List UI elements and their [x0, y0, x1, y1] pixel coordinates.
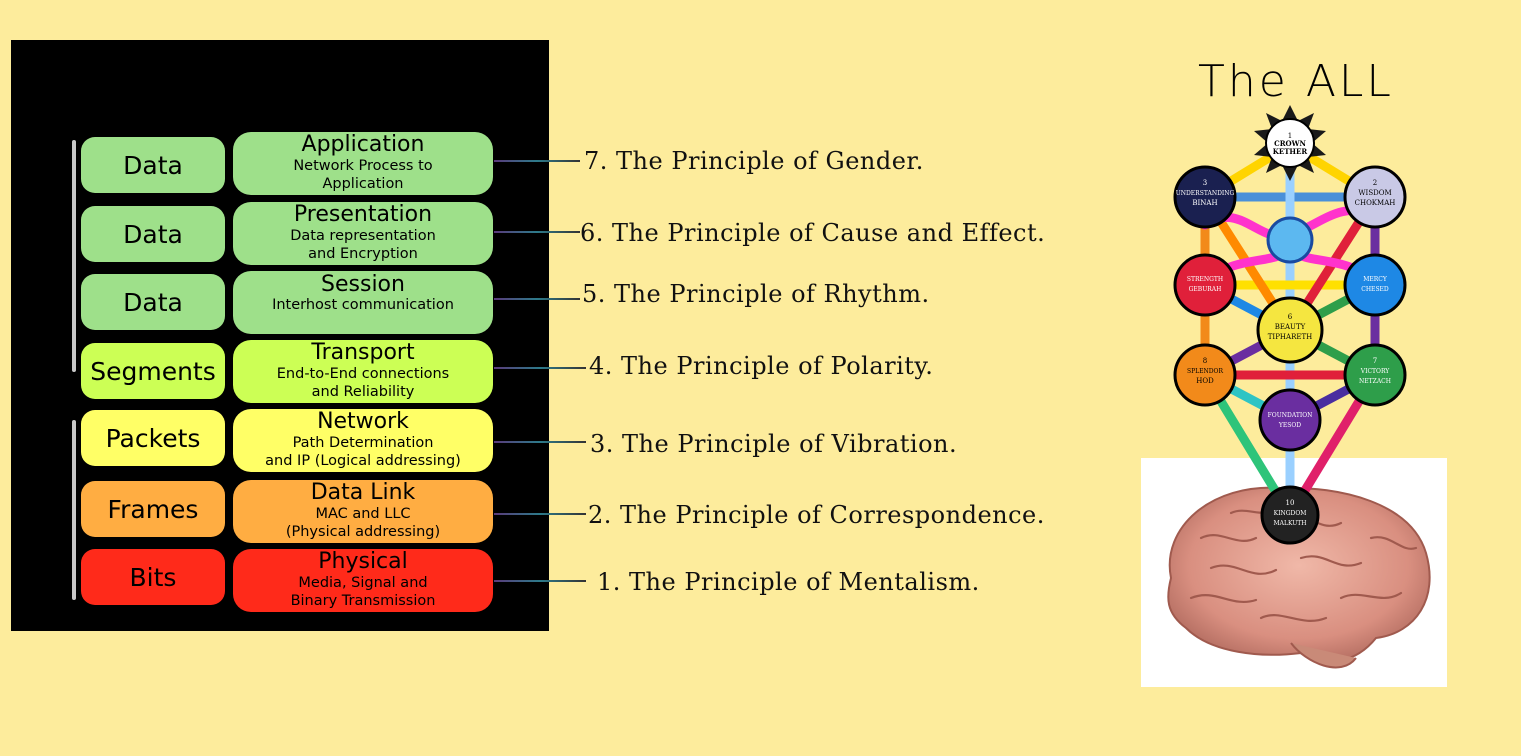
svg-text:1: 1: [1288, 132, 1292, 140]
svg-text:10: 10: [1286, 499, 1295, 507]
svg-text:UNDERSTANDING: UNDERSTANDING: [1176, 190, 1235, 197]
connector-line: [494, 160, 580, 162]
layer-presentation: Presentation Data representation and Enc…: [233, 202, 493, 265]
layer-desc-1: MAC and LLC: [315, 505, 411, 522]
layer-desc-2: Binary Transmission: [290, 593, 436, 610]
svg-text:TIPHARETH: TIPHARETH: [1268, 333, 1312, 341]
lower-layers-bracket: [72, 420, 76, 600]
svg-text:GEBURAH: GEBURAH: [1189, 286, 1222, 293]
layer-name: Network: [317, 409, 409, 435]
layer-desc-1: Path Determination: [292, 434, 434, 451]
connector-line: [494, 580, 586, 582]
svg-text:BINAH: BINAH: [1192, 199, 1217, 207]
sephirah-hod: 8 SPLENDOR HOD: [1173, 343, 1237, 407]
layer-transport: Transport End-to-End connections and Rel…: [233, 340, 493, 403]
pdu-session: Data: [81, 274, 225, 330]
layer-desc-1: Network Process to: [293, 157, 433, 174]
sephirah-binah: 3 UNDERSTANDING BINAH: [1173, 165, 1237, 229]
svg-text:BEAUTY: BEAUTY: [1275, 323, 1306, 331]
svg-text:KINGDOM: KINGDOM: [1274, 510, 1307, 517]
connector-line: [494, 441, 586, 443]
svg-text:CHOKMAH: CHOKMAH: [1355, 199, 1396, 207]
principle-vibration: 3. The Principle of Vibration.: [590, 430, 958, 458]
principle-cause-effect: 6. The Principle of Cause and Effect.: [580, 219, 1046, 247]
tree-of-life: 1 CROWN KETHER 3 UNDERSTANDING BINAH 2 W…: [1173, 105, 1407, 545]
layer-session: Session Interhost communication: [233, 271, 493, 334]
layer-application: Application Network Process to Applicati…: [233, 132, 493, 195]
daath-circle: [1266, 216, 1314, 264]
svg-text:CHESED: CHESED: [1361, 286, 1389, 293]
connector-line: [494, 231, 580, 233]
layer-physical: Physical Media, Signal and Binary Transm…: [233, 549, 493, 612]
layer-desc-1: Data representation: [290, 227, 436, 244]
svg-text:MERCY: MERCY: [1363, 276, 1388, 283]
layer-desc-1: Interhost communication: [272, 297, 454, 314]
pdu-data-link: Frames: [81, 481, 225, 537]
sephirah-chokmah: 2 WISDOM CHOKMAH: [1343, 165, 1407, 229]
svg-text:3: 3: [1203, 179, 1207, 187]
upper-layers-bracket: [72, 140, 76, 372]
svg-text:VICTORY: VICTORY: [1360, 368, 1391, 375]
connector-line: [494, 367, 586, 369]
svg-text:HOD: HOD: [1196, 377, 1214, 385]
layer-desc-1: Media, Signal and: [298, 574, 428, 591]
svg-text:FOUNDATION: FOUNDATION: [1268, 412, 1313, 419]
connector-line: [494, 513, 586, 515]
principle-correspondence: 2. The Principle of Correspondence.: [588, 501, 1045, 529]
layer-data-link: Data Link MAC and LLC (Physical addressi…: [233, 480, 493, 543]
layer-network: Network Path Determination and IP (Logic…: [233, 409, 493, 472]
pdu-network: Packets: [81, 410, 225, 466]
svg-text:WISDOM: WISDOM: [1358, 189, 1391, 197]
layer-desc-2: and Reliability: [311, 384, 415, 401]
layer-desc-2: (Physical addressing): [285, 524, 441, 541]
the-all-title: The ALL: [1198, 56, 1394, 107]
sephirah-yesod: FOUNDATION YESOD: [1258, 388, 1322, 452]
sephirah-netzach: 7 VICTORY NETZACH: [1343, 343, 1407, 407]
osi-model-panel: Data Application Network Process to Appl…: [11, 40, 549, 631]
sephirah-tiphareth: 6 BEAUTY TIPHARETH: [1256, 296, 1324, 364]
layer-desc-1: End-to-End connections: [276, 365, 450, 382]
layer-name: Application: [301, 132, 425, 158]
sephirah-geburah: STRENGTH GEBURAH: [1173, 253, 1237, 317]
svg-text:CROWN: CROWN: [1274, 139, 1306, 148]
pdu-presentation: Data: [81, 206, 225, 262]
pdu-physical: Bits: [81, 549, 225, 605]
layer-desc-2: and IP (Logical addressing): [265, 453, 461, 470]
sephirah-chesed: MERCY CHESED: [1343, 253, 1407, 317]
svg-text:YESOD: YESOD: [1278, 422, 1301, 429]
svg-text:2: 2: [1373, 179, 1377, 187]
layer-name: Transport: [311, 340, 415, 366]
sephirah-kether: 1 CROWN KETHER: [1254, 105, 1326, 181]
sephirah-malkuth: 10 KINGDOM MALKUTH: [1260, 485, 1320, 545]
layer-name: Physical: [318, 549, 408, 575]
layer-desc-2: and Encryption: [308, 246, 418, 263]
pdu-transport: Segments: [81, 343, 225, 399]
principle-gender: 7. The Principle of Gender.: [584, 147, 924, 175]
svg-text:STRENGTH: STRENGTH: [1187, 276, 1223, 283]
layer-name: Session: [321, 272, 405, 297]
layer-name: Data Link: [310, 480, 416, 506]
layer-desc-2: Application: [322, 176, 404, 193]
connector-line: [494, 298, 580, 300]
brain-illustration: [1167, 486, 1431, 669]
pdu-application: Data: [81, 137, 225, 193]
svg-text:SPLENDOR: SPLENDOR: [1187, 368, 1223, 375]
svg-text:6: 6: [1288, 313, 1293, 321]
svg-text:MALKUTH: MALKUTH: [1273, 520, 1306, 527]
principle-polarity: 4. The Principle of Polarity.: [589, 352, 934, 380]
principle-mentalism: 1. The Principle of Mentalism.: [597, 568, 980, 596]
svg-text:NETZACH: NETZACH: [1359, 378, 1391, 385]
svg-text:KETHER: KETHER: [1273, 147, 1308, 156]
principle-rhythm: 5. The Principle of Rhythm.: [582, 280, 930, 308]
svg-text:7: 7: [1373, 357, 1377, 365]
svg-text:8: 8: [1203, 357, 1207, 365]
layer-name: Presentation: [293, 202, 433, 228]
